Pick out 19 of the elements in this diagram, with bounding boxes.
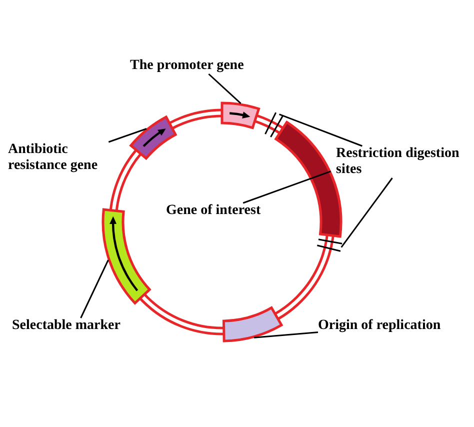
callout-label: Restriction digestion sites <box>336 146 472 178</box>
leader-line <box>340 178 393 248</box>
restriction-site-mark <box>264 112 284 138</box>
marker-segment <box>102 208 151 304</box>
callout-label: Gene of interest <box>166 203 276 219</box>
leader-line <box>80 260 109 318</box>
leader-line <box>242 170 332 204</box>
callout-label: The promoter gene <box>130 58 270 74</box>
resistance-segment <box>130 116 177 160</box>
leader-line <box>254 332 318 338</box>
callout-label: Origin of replication <box>318 318 468 334</box>
callout-label: Antibiotic resistance gene <box>8 142 118 174</box>
leader-line <box>279 114 362 147</box>
restriction-site-mark <box>317 238 342 252</box>
leader-line <box>208 73 242 104</box>
callout-label: Selectable marker <box>12 318 142 334</box>
origin-segment <box>222 306 283 342</box>
leader-line <box>108 128 147 143</box>
promoter-segment <box>220 102 260 130</box>
